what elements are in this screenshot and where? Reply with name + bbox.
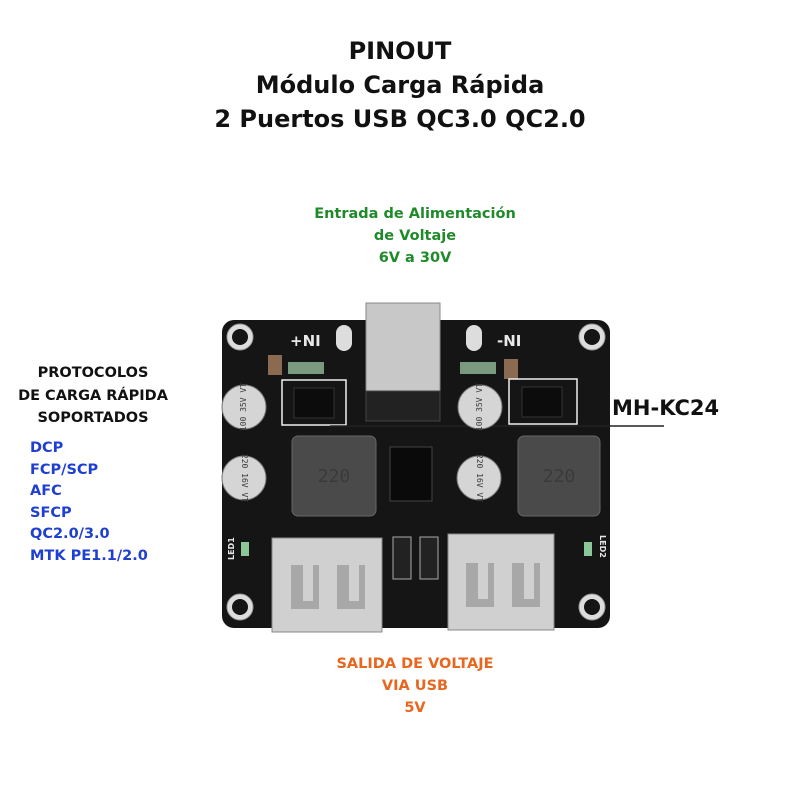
capacitor-label-left: 220 16V VT	[240, 454, 249, 502]
input-pad-minus	[466, 325, 482, 351]
led1-silk: LED1	[227, 537, 236, 560]
input-minus-silk: -NI	[497, 332, 521, 350]
output-line-1: SALIDA DE VOLTAJE	[336, 656, 494, 672]
input-plus-silk: +NI	[290, 332, 321, 350]
output-line-2: VIA USB	[381, 678, 449, 694]
title-line-2: Módulo Carga Rápida	[255, 71, 545, 99]
inductor-label-right: 220	[543, 466, 576, 487]
input-line-3: 6V a 30V	[378, 250, 452, 266]
protocols-list: DCP FCP/SCP AFC SFCP QC2.0/3.0 MTK PE1.1…	[30, 438, 148, 567]
protocol-item: AFC	[30, 483, 62, 499]
input-line-2: de Voltaje	[373, 228, 457, 244]
output-label: SALIDA DE VOLTAJE VIA USB 5V	[215, 653, 615, 719]
chip-label: MH-KC24	[612, 396, 720, 420]
output-line-3: 5V	[404, 700, 426, 716]
page-title: PINOUT Módulo Carga Rápida 2 Puertos USB…	[0, 34, 800, 136]
usb-c-connector	[365, 302, 441, 392]
center-diode	[389, 446, 433, 502]
protocols-heading-2: DE CARGA RÁPIDA	[18, 387, 168, 404]
protocol-item: SFCP	[30, 504, 72, 521]
usb-a-port-left	[271, 537, 383, 633]
inductor-left	[291, 435, 377, 517]
title-line-3: 2 Puertos USB QC3.0 QC2.0	[214, 105, 586, 133]
protocols-heading-1: PROTOCOLOS	[37, 365, 149, 381]
protocol-item: QC2.0/3.0	[30, 526, 110, 542]
inductor-right	[517, 435, 601, 517]
input-label: Entrada de Alimentación de Voltaje 6V a …	[215, 203, 615, 269]
capacitor-label-right: 220 16V VT	[475, 454, 484, 502]
protocols-heading: PROTOCOLOS DE CARGA RÁPIDA SOPORTADOS	[0, 362, 186, 430]
inductor-label-left: 220	[318, 466, 351, 487]
protocol-item: DCP	[30, 440, 64, 456]
mh-kc24-chip-left	[293, 387, 335, 419]
capacitors	[221, 384, 503, 501]
mh-kc24-chip-right	[521, 386, 563, 418]
led2-silk: LED2	[598, 535, 607, 558]
protocol-item: MTK PE1.1/2.0	[30, 547, 148, 564]
input-line-1: Entrada de Alimentación	[314, 206, 516, 222]
protocol-item: FCP/SCP	[30, 461, 99, 478]
usb-a-port-right	[447, 533, 555, 631]
chip-highlight-left	[281, 379, 347, 426]
capacitor-label-top-left: 100 35V VT	[239, 383, 248, 431]
protocols-heading-3: SOPORTADOS	[37, 410, 149, 426]
input-pad-plus	[336, 325, 352, 351]
title-line-1: PINOUT	[348, 37, 452, 65]
capacitor-label-top-right: 100 35V VT	[475, 383, 484, 431]
chip-highlight-right	[508, 378, 578, 425]
